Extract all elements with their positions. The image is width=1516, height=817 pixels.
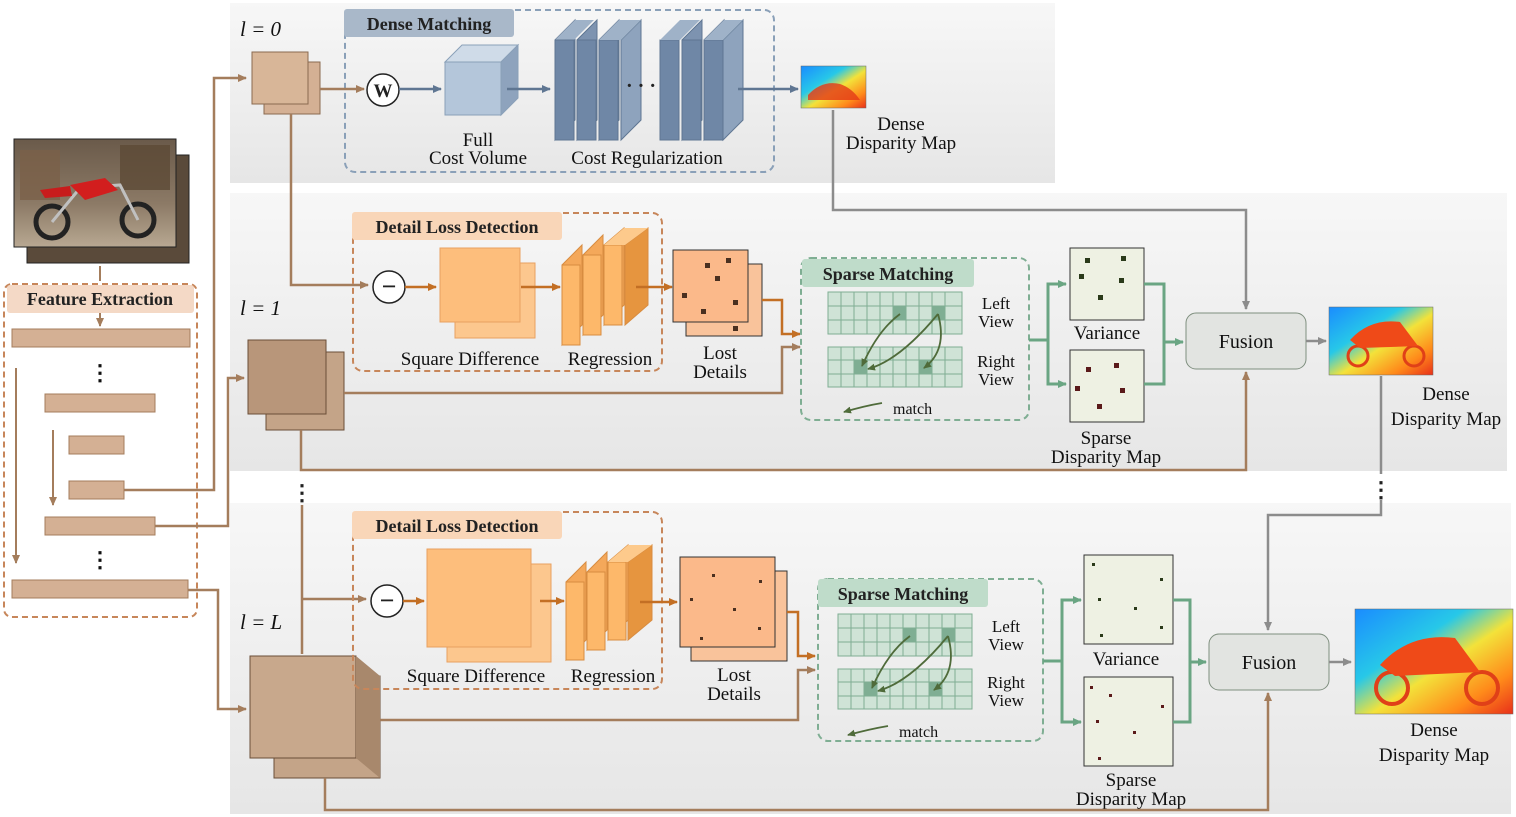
level-1-regression-label: Regression: [568, 349, 653, 370]
cost-regularization-ellipsis: · · ·: [626, 75, 656, 97]
level-L-fusion-label: Fusion: [1242, 652, 1296, 674]
level-1-minus-symbol: −: [382, 272, 397, 301]
level-1-regression-block: [561, 226, 649, 347]
level-1-feature-cube: [247, 339, 345, 431]
level-1-lost-details-label-1: Lost: [703, 343, 738, 364]
level-L-sparse-disparity-map: [1083, 676, 1174, 767]
level-L-output-label-1: Dense: [1410, 720, 1457, 741]
level-L-output-label-2: Disparity Map: [1379, 745, 1489, 766]
level-1-match-arrow: [843, 402, 883, 414]
level-1-right-view-label-1: Right: [977, 352, 1015, 371]
cost-regularization-label: Cost Regularization: [571, 148, 723, 169]
level-1-match-curve-3: [867, 313, 939, 371]
level-1-left-view-label-1: Left: [982, 294, 1011, 313]
level-0-output-label-1: Dense: [877, 114, 924, 135]
feature-layer-2: [44, 393, 156, 413]
level-1-output-label-2: Disparity Map: [1391, 409, 1501, 430]
level-L-lost-details-label-1: Lost: [717, 665, 752, 686]
level-L-match-label: match: [899, 724, 938, 741]
level-1-dense-disparity-map: [1328, 306, 1434, 376]
level-L-regression-block: [565, 543, 653, 662]
level-L-right-view-label-2: View: [988, 691, 1025, 710]
levels-ellipsis-right: ⋮: [1370, 477, 1392, 502]
level-L-match-curve-2: [933, 635, 952, 691]
level-L-square-difference-label: Square Difference: [407, 666, 545, 687]
level-1-sparse-disparity-label-1: Sparse: [1081, 428, 1132, 449]
level-1-variance-label: Variance: [1074, 323, 1140, 344]
level-L-lost-details-map: [679, 556, 788, 662]
warp-symbol: W: [374, 81, 393, 102]
full-cost-volume-cube: [443, 43, 520, 117]
level-1-lost-details-label-2: Details: [693, 362, 747, 383]
level-1-sparse-matching-title: Sparse Matching: [823, 264, 954, 284]
level-1-sparse-disparity-map: [1069, 349, 1145, 423]
level-0-feature-cube: [251, 51, 321, 115]
level-1-match-curve-2: [923, 313, 942, 369]
feature-ellipsis-bottom: ⋮: [89, 547, 111, 572]
level-1-detail-loss-title-bg: [352, 212, 562, 240]
level-L-match-curve-1: [871, 635, 911, 689]
level-L-lost-details-label-2: Details: [707, 684, 761, 705]
full-cost-volume-label-1: Full: [463, 130, 494, 151]
level-1-output-label-1: Dense: [1422, 384, 1469, 405]
level-0-output-label-2: Disparity Map: [846, 133, 956, 154]
feature-ellipsis-top: ⋮: [89, 360, 111, 385]
level-L-detail-loss-title: Detail Loss Detection: [376, 516, 539, 536]
cost-regularization-block-a: [554, 18, 642, 142]
cost-regularization-block-b: [659, 18, 744, 142]
level-L-sparse-disparity-label-2: Disparity Map: [1076, 789, 1186, 810]
level-L-match-arrow: [847, 725, 889, 737]
level-0-dense-disparity-map: [800, 65, 867, 109]
level-L-right-view-label-1: Right: [987, 673, 1025, 692]
level-1-square-difference-block: [439, 247, 536, 339]
level-1-sparse-disparity-label-2: Disparity Map: [1051, 447, 1161, 468]
level-L-dense-disparity-map: [1354, 608, 1514, 715]
level-L-left-view-label-2: View: [988, 635, 1025, 654]
levels-ellipsis-left: ⋮: [291, 480, 313, 505]
level-L-sparse-matching-title-bg: [818, 579, 988, 607]
feature-layer-1: [11, 328, 191, 348]
level-L-regression-label: Regression: [571, 666, 656, 687]
level-L-match-curve-3: [877, 635, 949, 693]
level-1-label: l = 1: [240, 296, 281, 320]
level-L-label: l = L: [240, 610, 282, 634]
dense-matching-title: Dense Matching: [367, 14, 492, 34]
level-L-variance-map: [1083, 554, 1174, 645]
level-L-left-view-label-1: Left: [992, 617, 1021, 636]
level-1-left-view-label-2: View: [978, 312, 1015, 331]
level-1-sparse-matching-title-bg: [802, 259, 974, 287]
level-L-variance-label: Variance: [1093, 649, 1159, 670]
feature-layer-3: [68, 435, 125, 455]
level-1-square-difference-label: Square Difference: [401, 349, 539, 370]
full-cost-volume-label-2: Cost Volume: [429, 148, 527, 169]
level-1-variance-map: [1069, 247, 1145, 321]
level-L-sparse-disparity-label-1: Sparse: [1106, 770, 1157, 791]
level-L-minus-symbol: −: [380, 586, 395, 615]
level-L-left-view-grid: [837, 613, 973, 657]
level-1-right-view-grid: [827, 346, 963, 388]
level-L-detail-loss-title-bg: [352, 511, 562, 539]
level-1-right-view-label-2: View: [978, 370, 1015, 389]
level-L-sparse-matching-title: Sparse Matching: [838, 584, 969, 604]
feature-layer-6: [11, 579, 189, 599]
level-1-left-view-grid: [827, 291, 963, 335]
level-L-square-difference-block: [426, 548, 552, 663]
level-0-label: l = 0: [240, 17, 282, 41]
level-1-detail-loss-title: Detail Loss Detection: [376, 217, 539, 237]
dense-matching-group: [344, 9, 775, 173]
feature-extraction-title: Feature Extraction: [27, 289, 173, 309]
level-1-fusion-label: Fusion: [1219, 331, 1273, 353]
level-L-right-view-grid: [837, 668, 973, 710]
feature-layer-4: [68, 480, 125, 500]
feature-extraction-title-bg: [7, 285, 194, 313]
feature-layer-5: [44, 516, 156, 536]
level-L-feature-cube: [249, 655, 381, 779]
level-1-match-curve-1: [861, 313, 901, 367]
level-1-match-label: match: [893, 401, 932, 418]
input-images: [13, 138, 190, 264]
dense-matching-title-bg: [344, 9, 514, 37]
